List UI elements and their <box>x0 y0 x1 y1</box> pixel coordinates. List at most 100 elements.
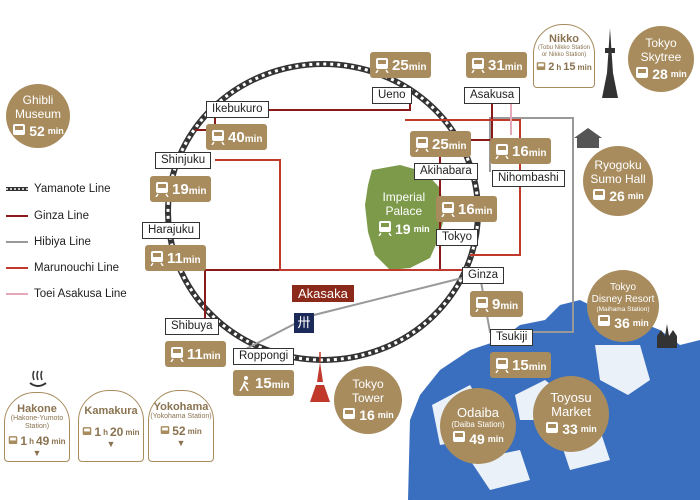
train-icon <box>598 315 611 326</box>
time-value: 9 <box>492 295 501 313</box>
minute-value: 20 <box>109 425 124 439</box>
train-icon <box>546 421 559 433</box>
minute-value: 49 <box>35 434 50 448</box>
hour-value: 2 <box>548 61 555 73</box>
dest-name: Sumo Hall <box>590 172 646 186</box>
time-roppongi: 15min <box>233 370 295 396</box>
dest-sub: (Yokohama Station) <box>150 413 212 420</box>
dest-name: Skytree <box>640 50 682 64</box>
palace-name-2: Palace <box>385 204 423 218</box>
hour-value: 1 <box>20 434 28 448</box>
time-unit: min <box>182 254 201 266</box>
time-asakusa: 31min <box>466 52 528 78</box>
station-akihabara[interactable]: Akihabara <box>414 163 478 180</box>
dest-name: Odaiba <box>457 404 499 420</box>
dest-name: Toyosu <box>550 390 592 405</box>
train-icon <box>378 221 392 236</box>
station-ikebukuro[interactable]: Ikebukuro <box>206 101 269 118</box>
minute-unit: min <box>577 62 592 72</box>
time-unit: min <box>187 426 202 436</box>
time-unit: min <box>627 191 644 201</box>
time-shinjuku: 19min <box>150 176 212 202</box>
station-ginza[interactable]: Ginza <box>462 267 505 284</box>
dest-name: Museum <box>14 107 61 121</box>
time-value: 52 <box>29 123 45 139</box>
train-icon <box>170 346 184 362</box>
time-akihabara: 25min <box>410 131 472 157</box>
dest-name: Tokyo <box>609 281 637 293</box>
walking-icon <box>239 375 249 391</box>
time-unit: min <box>670 69 687 79</box>
train-icon <box>211 129 225 145</box>
ryogoku-hall-icon <box>574 128 602 148</box>
time-value: 16 <box>458 200 475 218</box>
station-nihombashi[interactable]: Nihombashi <box>492 170 565 187</box>
dest-name: Kamakura <box>84 405 138 417</box>
legend-yamanote: Yamanote Line <box>6 183 111 195</box>
legend-ginza: Ginza Line <box>6 210 89 222</box>
time-value: 11 <box>167 249 183 267</box>
dest-name: Hakone <box>17 403 57 415</box>
hour-value: 1 <box>94 425 102 439</box>
dest-name: Tokyo <box>645 36 677 50</box>
station-shinjuku[interactable]: Shinjuku <box>155 152 212 169</box>
train-icon <box>495 143 509 159</box>
train-icon <box>343 407 356 419</box>
time-unit: min <box>487 433 504 444</box>
time-value: 15 <box>512 356 529 374</box>
time-unit: min <box>244 133 263 145</box>
legend-label: Yamanote Line <box>34 183 111 195</box>
down-arrow-icon: ▼ <box>106 439 116 449</box>
time-value: 11 <box>187 345 203 363</box>
station-tokyo[interactable]: Tokyo <box>436 229 479 246</box>
dest-name: Yokohama <box>153 401 209 413</box>
train-icon <box>475 296 489 312</box>
reclaimed-land-3 <box>595 345 650 395</box>
hour-unit: h <box>29 436 34 446</box>
time-value: 15 <box>255 374 272 392</box>
imperial-palace-park <box>365 165 445 270</box>
time-harajuku: 11min <box>145 245 206 271</box>
time-unit: min <box>448 140 467 152</box>
time-unit: min <box>504 61 523 73</box>
time-value: 25 <box>392 56 409 74</box>
minute-value: 15 <box>563 61 576 73</box>
time-value: 16 <box>359 407 375 423</box>
station-roppongi[interactable]: Roppongi <box>233 348 295 365</box>
legend-hibiya: Hibiya Line <box>6 236 91 248</box>
station-asakusa[interactable]: Asakusa <box>464 87 521 104</box>
down-arrow-icon: ▼ <box>32 448 42 458</box>
train-icon <box>536 61 546 70</box>
time-value: 40 <box>228 128 245 146</box>
destination-nikko[interactable]: Nikko (Tobu Nikko Station or Nikko Stati… <box>533 24 595 88</box>
time-ikebukuro: 40min <box>206 124 268 150</box>
dest-sub: (Hakone-Yumoto Station) <box>10 415 64 430</box>
dest-name: Nikko <box>549 33 579 45</box>
train-icon <box>471 57 485 73</box>
destination-tokyo-disney-resort[interactable]: Tokyo Disney Resort (Maihama Station) 36… <box>587 270 659 342</box>
time-value: 26 <box>609 188 625 204</box>
station-shibuya[interactable]: Shibuya <box>165 318 219 335</box>
time-value: 31 <box>488 56 505 74</box>
time-unit: min <box>202 350 221 362</box>
time-unit: min <box>632 317 649 328</box>
hour-unit: h <box>103 427 108 437</box>
hour-unit: h <box>556 62 562 72</box>
station-ueno[interactable]: Ueno <box>372 87 412 104</box>
train-icon <box>9 435 18 444</box>
station-tsukiji[interactable]: Tsukiji <box>490 329 534 346</box>
station-harajuku[interactable]: Harajuku <box>142 222 201 239</box>
akasaka-palace-icon: 卅 <box>294 313 314 333</box>
time-unit: min <box>528 147 547 159</box>
train-icon <box>441 201 455 217</box>
time-value: 19 <box>172 180 189 198</box>
